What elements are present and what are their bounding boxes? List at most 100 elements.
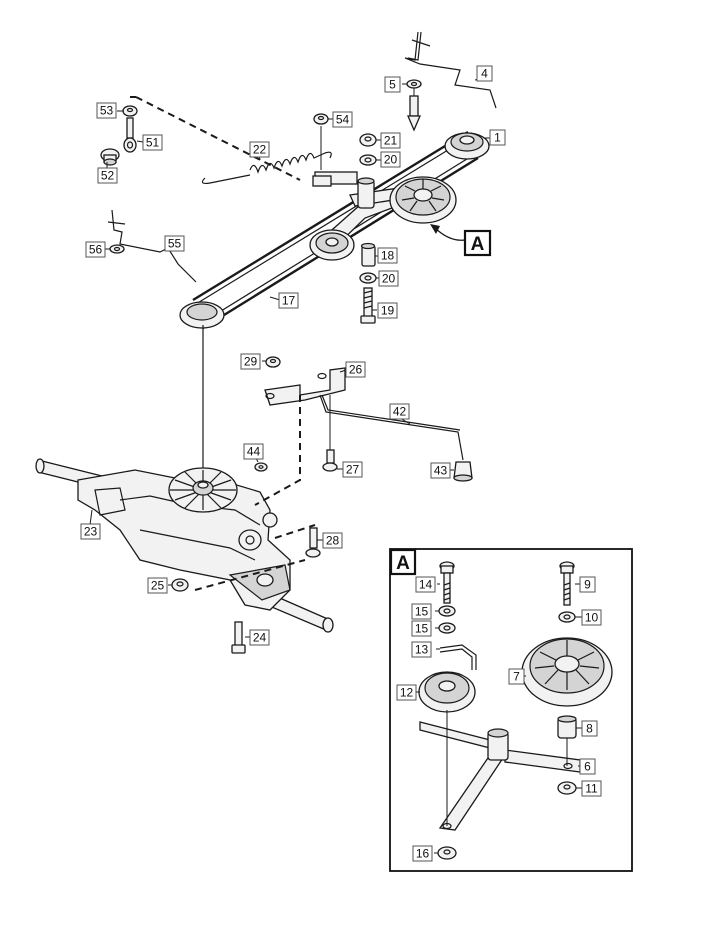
detail-arrow (430, 224, 466, 241)
nut-54 (313, 113, 329, 125)
callout-number: 25 (151, 579, 165, 593)
callout-box (581, 780, 602, 797)
callout-box (508, 668, 525, 685)
callout-number: 52 (101, 169, 115, 183)
callout-number: 9 (584, 578, 591, 592)
callout-number: 20 (382, 272, 396, 286)
callout-box (240, 353, 261, 370)
callout-number: 28 (326, 534, 340, 548)
callout-56: 56 (85, 241, 106, 258)
callout-number: 14 (419, 578, 433, 592)
detail-arm-6 (419, 721, 581, 831)
callout-number: 7 (513, 670, 520, 684)
callout-number: 26 (349, 363, 363, 377)
callout-number: 19 (381, 304, 395, 318)
callout-number: 10 (585, 611, 599, 625)
callout-44: 44 (243, 443, 264, 460)
callout-box (581, 720, 598, 737)
callout-7: 7 (508, 668, 525, 685)
callout-12: 12 (396, 684, 417, 701)
washer-20-top (359, 154, 377, 166)
callout-box (377, 302, 398, 319)
callout-number: 27 (346, 463, 360, 477)
callout-17: 17 (278, 292, 299, 309)
engine-pulley (444, 132, 490, 160)
callout-number: 17 (282, 294, 296, 308)
nut-53 (122, 105, 138, 117)
callout-box (342, 461, 363, 478)
detail-pulley-7 (521, 637, 613, 707)
detail-label-inset: A (389, 548, 417, 576)
callout-52: 52 (97, 167, 118, 184)
callout-54: 54 (332, 111, 353, 128)
callout-21: 21 (380, 132, 401, 149)
callout-box (396, 684, 417, 701)
callout-number: 29 (244, 355, 258, 369)
callout-6: 6 (579, 758, 596, 775)
callout-number: 18 (381, 249, 395, 263)
callout-42: 42 (389, 403, 410, 420)
callout-box (80, 523, 101, 540)
callout-box (322, 532, 343, 549)
callout-23: 23 (80, 523, 101, 540)
callout-box (430, 462, 451, 479)
callout-number: 11 (585, 782, 598, 796)
detail-washer-10 (558, 611, 576, 623)
callout-box (411, 641, 432, 658)
detail-nut-16 (437, 846, 457, 860)
callout-box (579, 576, 596, 593)
callout-box (96, 102, 117, 119)
callout-box (142, 134, 163, 151)
cooling-fan (168, 467, 238, 513)
callout-19: 19 (377, 302, 398, 319)
callout-20: 20 (380, 151, 401, 168)
callout-27: 27 (342, 461, 363, 478)
callout-4: 4 (476, 65, 493, 82)
callout-number: 53 (100, 104, 114, 118)
callout-box (411, 620, 432, 637)
callout-number: 13 (415, 643, 429, 657)
callout-16: 16 (412, 845, 433, 862)
spacer-18 (360, 242, 376, 267)
callout-number: 51 (146, 136, 160, 150)
callout-15: 15 (411, 603, 432, 620)
detail-pulley-12 (418, 671, 476, 713)
callout-5: 5 (384, 76, 401, 93)
callout-box (249, 629, 270, 646)
callout-1: 1 (489, 129, 506, 146)
transaxle (35, 458, 334, 633)
nut-25 (171, 578, 189, 592)
bolt-24 (231, 621, 246, 654)
callout-number: 44 (247, 445, 261, 459)
bushing-52 (100, 148, 120, 166)
washer-44 (254, 462, 268, 472)
callout-box (581, 609, 602, 626)
callout-15: 15 (411, 620, 432, 637)
callout-box (476, 65, 493, 82)
callout-number: 54 (336, 113, 350, 127)
callout-number: 22 (253, 143, 267, 157)
callout-number: 6 (584, 760, 591, 774)
callout-number: 12 (400, 686, 414, 700)
detail-bolt-9 (559, 561, 575, 606)
leader-lines (89, 77, 582, 854)
detail-nut-11 (557, 781, 577, 795)
callout-9: 9 (579, 576, 596, 593)
callout-55: 55 (164, 235, 185, 252)
callout-number: 43 (434, 464, 448, 478)
shift-rod (404, 31, 497, 109)
callout-26: 26 (345, 361, 366, 378)
detail-spacer-8 (557, 715, 577, 739)
callout-box (332, 111, 353, 128)
callout-labels: 1457689101112131415151617181920202122232… (80, 65, 602, 862)
shoulder-bolt (407, 88, 421, 132)
callout-number: 24 (253, 631, 267, 645)
callout-25: 25 (147, 577, 168, 594)
callout-53: 53 (96, 102, 117, 119)
callout-number: 16 (416, 847, 430, 861)
detail-label-main: A (463, 229, 492, 257)
callout-number: 56 (89, 243, 103, 257)
callout-13: 13 (411, 641, 432, 658)
callout-box (249, 141, 270, 158)
